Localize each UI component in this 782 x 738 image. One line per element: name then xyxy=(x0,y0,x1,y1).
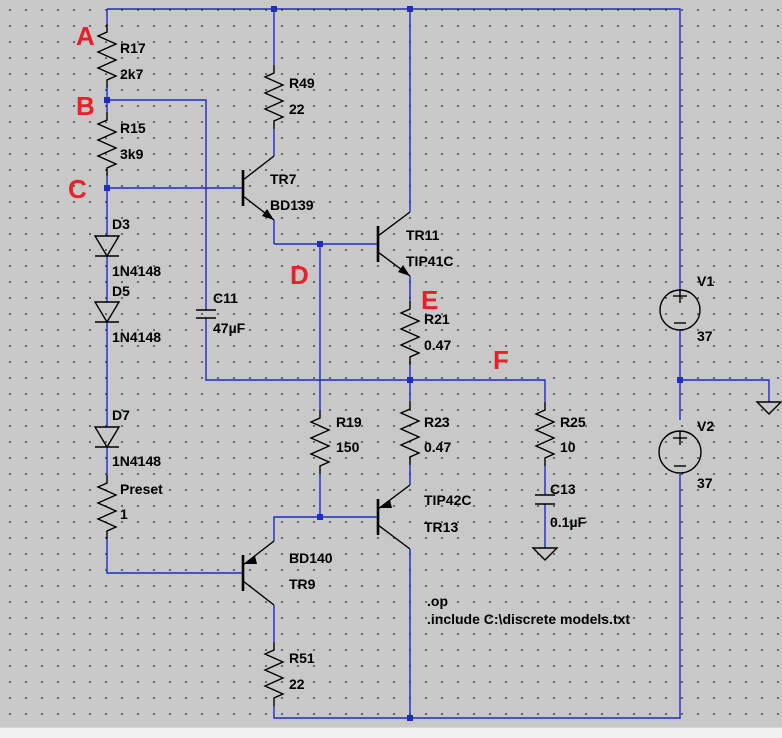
d5-name: D5 xyxy=(112,283,130,299)
v2-value: 37 xyxy=(697,475,713,491)
r49-value: 22 xyxy=(289,101,305,117)
v1-name: V1 xyxy=(697,273,714,289)
resistor-r19[interactable]: R19 150 xyxy=(309,410,362,474)
r51-name: R51 xyxy=(289,650,315,666)
node-label-c: C xyxy=(68,174,87,204)
preset-name: Preset xyxy=(120,481,163,497)
v1-value: 37 xyxy=(697,328,713,344)
tr7-model: BD139 xyxy=(270,197,314,213)
resistor-r17[interactable]: R17 2k7 xyxy=(96,24,146,88)
r19-value: 150 xyxy=(336,439,360,455)
resistor-r23[interactable]: R23 0.47 xyxy=(399,401,451,465)
diode-d5[interactable]: D5 1N4148 xyxy=(93,283,161,345)
diode-d7[interactable]: D7 1N4148 xyxy=(93,407,161,469)
tr9-model: BD140 xyxy=(289,550,333,566)
directive-op: .op xyxy=(427,593,448,609)
node-label-a: A xyxy=(76,21,95,51)
d3-value: 1N4148 xyxy=(112,263,161,279)
r19-name: R19 xyxy=(336,414,362,430)
resistor-r49[interactable]: R49 22 xyxy=(263,65,315,129)
r21-value: 0.47 xyxy=(424,337,451,353)
resistor-preset[interactable]: Preset 1 xyxy=(96,475,163,539)
node-label-f: F xyxy=(493,345,509,375)
c13-name: C13 xyxy=(550,481,576,497)
d7-value: 1N4148 xyxy=(112,453,161,469)
d3-name: D3 xyxy=(112,216,130,232)
transistor-tr13[interactable]: TIP42C TR13 xyxy=(376,484,471,550)
c11-value: 47µF xyxy=(213,320,246,336)
v2-name: V2 xyxy=(697,418,714,434)
tr9-name: TR9 xyxy=(289,576,316,592)
c11-name: C11 xyxy=(213,290,238,306)
diode-d3[interactable]: D3 1N4148 xyxy=(93,216,161,279)
resistor-r25[interactable]: R25 10 xyxy=(534,402,586,466)
r15-value: 3k9 xyxy=(120,146,144,162)
r51-value: 22 xyxy=(289,676,305,692)
tr13-model: TIP42C xyxy=(424,492,471,508)
node-label-b: B xyxy=(76,91,95,121)
r15-name: R15 xyxy=(120,120,146,136)
capacitor-c11[interactable]: C11 47µF xyxy=(196,290,246,336)
r23-name: R23 xyxy=(424,414,450,430)
preset-value: 1 xyxy=(120,506,128,522)
r21-name: R21 xyxy=(424,311,450,327)
tr13-name: TR13 xyxy=(424,519,458,535)
window-bottom-strip xyxy=(0,727,782,738)
transistor-tr7[interactable]: TR7 BD139 xyxy=(241,155,314,221)
node-label-e: E xyxy=(421,285,438,315)
junction-dots xyxy=(104,6,683,721)
tr7-name: TR7 xyxy=(270,171,297,187)
r17-value: 2k7 xyxy=(120,66,144,82)
r49-name: R49 xyxy=(289,75,315,91)
voltage-source-v2[interactable]: V2 37 xyxy=(658,418,714,491)
resistor-r15[interactable]: R15 3k9 xyxy=(96,112,146,176)
resistor-r21[interactable]: R21 0.47 xyxy=(399,301,451,365)
transistor-tr9[interactable]: BD140 TR9 xyxy=(241,540,333,606)
node-label-d: D xyxy=(290,260,309,290)
r17-name: R17 xyxy=(120,40,146,56)
directive-include: .include C:\discrete models.txt xyxy=(427,611,630,627)
capacitor-c13[interactable]: C13 0.1µF xyxy=(535,481,587,530)
ground-symbol-c13 xyxy=(531,547,559,561)
tr11-name: TR11 xyxy=(406,227,440,243)
r25-value: 10 xyxy=(560,439,576,455)
r25-name: R25 xyxy=(560,414,586,430)
c13-value: 0.1µF xyxy=(550,514,587,530)
spice-directives[interactable]: .op .include C:\discrete models.txt xyxy=(427,593,630,627)
voltage-source-v1[interactable]: V1 37 xyxy=(659,273,714,344)
d5-value: 1N4148 xyxy=(112,329,161,345)
tr11-model: TIP41C xyxy=(406,253,453,269)
ground-symbol-output xyxy=(755,401,782,415)
wires xyxy=(106,8,770,719)
transistor-tr11[interactable]: TR11 TIP41C xyxy=(376,211,453,277)
r23-value: 0.47 xyxy=(424,439,451,455)
resistor-r51[interactable]: R51 22 xyxy=(263,642,315,706)
d7-name: D7 xyxy=(112,407,130,423)
